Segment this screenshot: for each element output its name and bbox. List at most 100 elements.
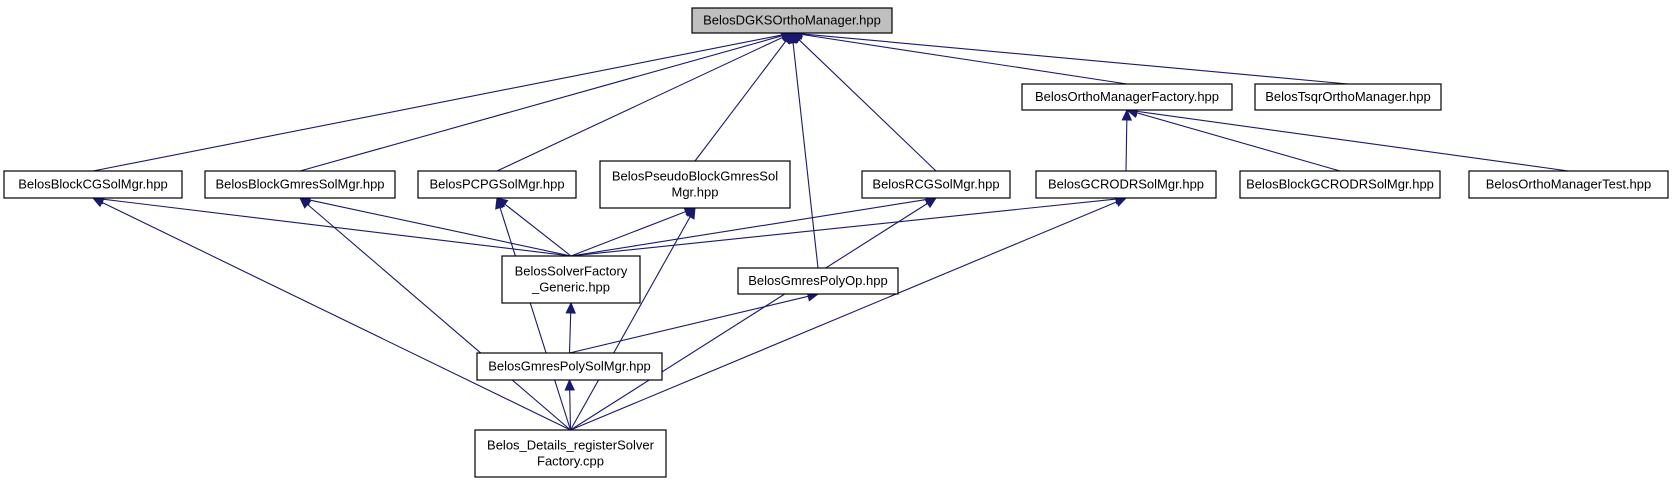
node-label: Mgr.hpp (672, 185, 719, 200)
edge-line (570, 211, 686, 257)
node-box[interactable] (691, 7, 893, 34)
node-box[interactable] (1035, 170, 1217, 199)
node-gcrodr[interactable]: BelosGCRODRSolMgr.hpp (1035, 170, 1217, 199)
node-label: BelosTsqrOrthoManager.hpp (1265, 89, 1430, 104)
edge-line (798, 39, 937, 172)
node-label: BelosOrthoManagerFactory.hpp (1035, 89, 1219, 104)
edge-arrowhead (565, 301, 576, 314)
dependency-edge-bgcrodr-to-omf (1125, 107, 1341, 172)
node-label: BelosBlockCGSolMgr.hpp (18, 177, 168, 192)
dependency-edge-omf-to-dgks (790, 29, 1128, 85)
dependency-edge-sfg-to-pbgmres (570, 206, 697, 257)
edge-arrowhead (1121, 108, 1133, 121)
node-box[interactable] (501, 255, 641, 304)
node-sfg[interactable]: BelosSolverFactory_Generic.hpp (501, 255, 641, 304)
dependency-edge-pbgmres-to-dgks (694, 32, 793, 162)
edge-arrowhead (299, 197, 312, 209)
node-label: BelosGCRODRSolMgr.hpp (1048, 177, 1204, 192)
node-label: BelosRCGSolMgr.hpp (872, 177, 999, 192)
edge-line (499, 207, 572, 431)
edge-line (496, 36, 784, 172)
edge-line (570, 201, 1117, 431)
dependency-edge-reg-to-rcg (570, 197, 938, 431)
dependency-edge-reg-to-gpsm (564, 378, 575, 431)
node-gpsm[interactable]: BelosGmresPolySolMgr.hpp (476, 352, 663, 381)
node-label: Factory.cpp (537, 454, 604, 469)
node-label: BelosDGKSOrthoManager.hpp (703, 13, 881, 28)
node-label: BelosPseudoBlockGmresSol (612, 169, 778, 184)
node-pcpg[interactable]: BelosPCPGSolMgr.hpp (417, 170, 577, 199)
node-box[interactable] (861, 170, 1011, 199)
node-label: BelosGmresPolyOp.hpp (748, 273, 887, 288)
dependency-edge-sfg-to-pcpg (496, 197, 572, 257)
node-box[interactable] (1254, 83, 1442, 111)
dependency-edge-pcpg-to-dgks (496, 32, 794, 172)
node-gpop[interactable]: BelosGmresPolyOp.hpp (737, 267, 899, 295)
edge-line (801, 33, 1128, 85)
edge-line (1136, 112, 1341, 172)
edge-line (1125, 119, 1128, 172)
edge-arrowhead (1114, 197, 1128, 207)
node-box[interactable] (204, 170, 396, 199)
edge-line (570, 216, 691, 431)
edge-arrowhead (91, 197, 105, 208)
edge-line (569, 389, 572, 431)
dependency-edge-omtest-to-omf (1125, 106, 1569, 172)
dependency-edge-gpsm-to-sfg (565, 301, 576, 354)
edge-line (101, 201, 571, 431)
node-box[interactable] (599, 160, 791, 209)
node-label: BelosGmresPolySolMgr.hpp (488, 359, 651, 374)
dependency-edge-reg-to-bcg (91, 197, 571, 431)
edge-line (569, 295, 809, 354)
node-dgks[interactable]: BelosDGKSOrthoManager.hpp (691, 7, 893, 34)
dependency-edge-bcg-to-dgks (92, 29, 794, 172)
edge-line (299, 35, 783, 172)
node-label: BelosOrthoManagerTest.hpp (1486, 177, 1651, 192)
node-box[interactable] (476, 352, 663, 381)
dependency-edge-sfg-to-bgmres (298, 195, 572, 257)
node-omf[interactable]: BelosOrthoManagerFactory.hpp (1021, 83, 1233, 111)
node-box[interactable] (474, 429, 667, 478)
node-box[interactable] (1021, 83, 1233, 111)
dependency-edge-gcrodr-to-omf (1121, 108, 1133, 172)
node-box[interactable] (417, 170, 577, 199)
node-bgmres[interactable]: BelosBlockGmresSolMgr.hpp (204, 170, 396, 199)
node-box[interactable] (737, 267, 899, 295)
edge-arrowhead (495, 196, 506, 210)
edge-line (309, 199, 572, 257)
node-label: BelosBlockGCRODRSolMgr.hpp (1246, 177, 1434, 192)
dependency-edge-reg-to-pcpg (495, 196, 572, 431)
edge-line (568, 312, 572, 354)
node-tsqr[interactable]: BelosTsqrOrthoManager.hpp (1254, 83, 1442, 111)
node-label: BelosSolverFactory (515, 264, 628, 279)
node-rcg[interactable]: BelosRCGSolMgr.hpp (861, 170, 1011, 199)
node-label: _Generic.hpp (531, 280, 610, 295)
edge-arrowhead (791, 32, 804, 45)
node-box[interactable] (3, 170, 183, 199)
edge-line (570, 198, 1117, 257)
dependency-edge-reg-to-gcrodr (570, 197, 1128, 431)
dependency-edge-rcg-to-dgks (791, 32, 937, 172)
node-bcg[interactable]: BelosBlockCGSolMgr.hpp (3, 170, 183, 199)
edge-line (1136, 110, 1569, 172)
dependency-edge-bgmres-to-dgks (299, 30, 794, 172)
edge-line (801, 33, 1349, 85)
edge-line (792, 42, 819, 269)
node-label: BelosBlockGmresSolMgr.hpp (215, 177, 384, 192)
edge-line (570, 199, 927, 257)
edge-line (570, 202, 928, 431)
node-box[interactable] (1468, 170, 1669, 199)
node-omtest[interactable]: BelosOrthoManagerTest.hpp (1468, 170, 1669, 199)
node-bgcrodr[interactable]: BelosBlockGCRODRSolMgr.hpp (1239, 170, 1441, 199)
edge-line (92, 34, 783, 172)
edge-arrowhead (564, 378, 575, 391)
edge-line (102, 198, 572, 257)
edge-line (307, 204, 571, 431)
node-box[interactable] (1239, 170, 1441, 199)
node-layer: BelosDGKSOrthoManager.hppBelosOrthoManag… (3, 7, 1669, 478)
node-label: BelosPCPGSolMgr.hpp (429, 177, 564, 192)
edge-arrowhead (924, 197, 938, 209)
